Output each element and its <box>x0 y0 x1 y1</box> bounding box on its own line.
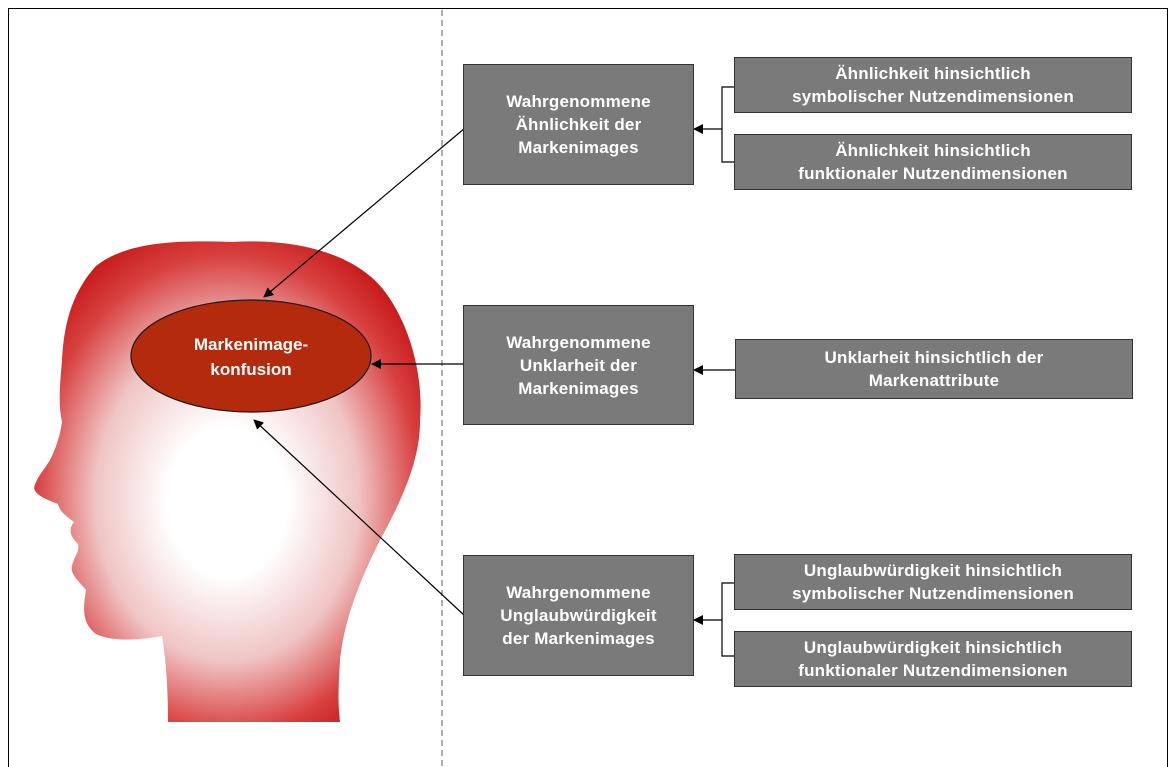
sub-box-similarity-functional: Ähnlichkeit hinsichtlich funktionaler Nu… <box>734 134 1132 190</box>
bracket-similarity <box>721 86 734 163</box>
arrow-similarity-to-confusion <box>263 127 466 298</box>
arrow-implausibility-to-confusion <box>253 419 466 617</box>
factor-box-implausibility: Wahrgenommene Unglaubwürdigkeit der Mark… <box>463 555 694 676</box>
sub-box-implausibility-symbolic: Unglaubwürdigkeit hinsichtlich symbolisc… <box>734 554 1132 610</box>
factor-box-unclarity: Wahrgenommene Unklarheit der Markenimage… <box>463 305 694 425</box>
confusion-label: Markenimage- konfusion <box>193 335 309 379</box>
confusion-ellipse <box>130 299 372 413</box>
bracket-implausibility <box>721 582 734 657</box>
sub-box-implausibility-functional: Unglaubwürdigkeit hinsichtlich funktiona… <box>734 631 1132 687</box>
factor-box-similarity: Wahrgenommene Ähnlichkeit der Markenimag… <box>463 64 694 185</box>
sub-box-unclarity-attributes: Unklarheit hinsichtlich der Markenattrib… <box>735 339 1133 399</box>
frame-border <box>8 8 1168 767</box>
sub-box-similarity-symbolic: Ähnlichkeit hinsichtlich symbolischer Nu… <box>734 57 1132 113</box>
